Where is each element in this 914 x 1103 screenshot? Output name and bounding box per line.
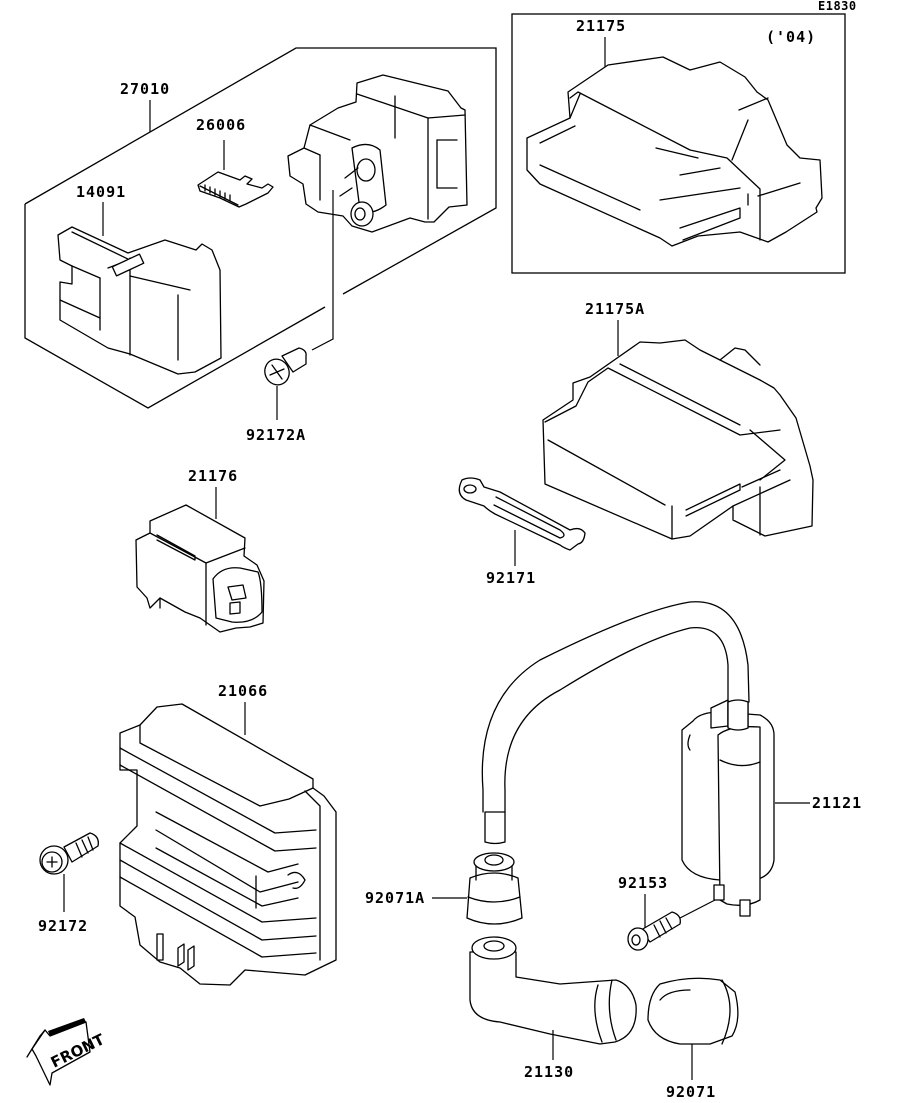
- part-label-92172[interactable]: 92172: [38, 917, 88, 935]
- starter-relay[interactable]: [287, 74, 468, 233]
- part-label-92171[interactable]: 92171: [486, 569, 536, 587]
- part-label-26006[interactable]: 26006: [196, 116, 246, 134]
- diagram-code: E1830: [818, 0, 857, 13]
- part-label-92071A[interactable]: 92071A: [365, 889, 425, 907]
- part-label-21066[interactable]: 21066: [218, 682, 268, 700]
- relay-assembly-group: 27010 26006 14091: [24, 47, 497, 444]
- part-label-92172A[interactable]: 92172A: [246, 426, 306, 444]
- part-label-92153[interactable]: 92153: [618, 874, 668, 892]
- clamp-92171[interactable]: [458, 477, 586, 551]
- relay-cover-14091[interactable]: [57, 226, 222, 375]
- cap-92071[interactable]: [647, 977, 739, 1045]
- part-label-21175[interactable]: 21175: [576, 17, 626, 35]
- plug-cap-21130[interactable]: [469, 936, 637, 1045]
- igniter-21175A[interactable]: [542, 339, 814, 540]
- front-arrow: FRONT: [26, 1018, 108, 1086]
- connector-21176[interactable]: [135, 504, 265, 633]
- part-label-21121[interactable]: 21121: [812, 794, 862, 812]
- regulator-21066-group: 21066: [38, 682, 337, 986]
- part-label-21176[interactable]: 21176: [188, 467, 238, 485]
- ignition-coil-21121[interactable]: [681, 699, 775, 917]
- group-outline: [24, 47, 497, 295]
- bolt-92172[interactable]: [39, 832, 99, 875]
- grommet-92071A[interactable]: [466, 852, 523, 925]
- igniter-21175A-group: 21175A 92171: [458, 300, 814, 587]
- part-label-92071[interactable]: 92071: [666, 1083, 716, 1101]
- screw-92172A[interactable]: [261, 347, 307, 389]
- part-label-14091[interactable]: 14091: [76, 183, 126, 201]
- variant-box: [511, 13, 846, 274]
- part-label-21175A[interactable]: 21175A: [585, 300, 645, 318]
- year-note: ('04): [766, 28, 816, 46]
- ignition-coil-group: 21121 92153 92071A: [365, 601, 862, 1101]
- bolt-92153[interactable]: [627, 911, 681, 951]
- fuse-26006[interactable]: [197, 171, 274, 208]
- connector-21176-group: 21176: [135, 467, 265, 633]
- igniter-04-group: 21175 ('04): [511, 13, 846, 274]
- part-label-21130[interactable]: 21130: [524, 1063, 574, 1081]
- high-tension-cable: [481, 601, 750, 813]
- igniter-21175[interactable]: [526, 56, 823, 247]
- part-label-27010[interactable]: 27010: [120, 80, 170, 98]
- regulator-21066[interactable]: [119, 703, 337, 986]
